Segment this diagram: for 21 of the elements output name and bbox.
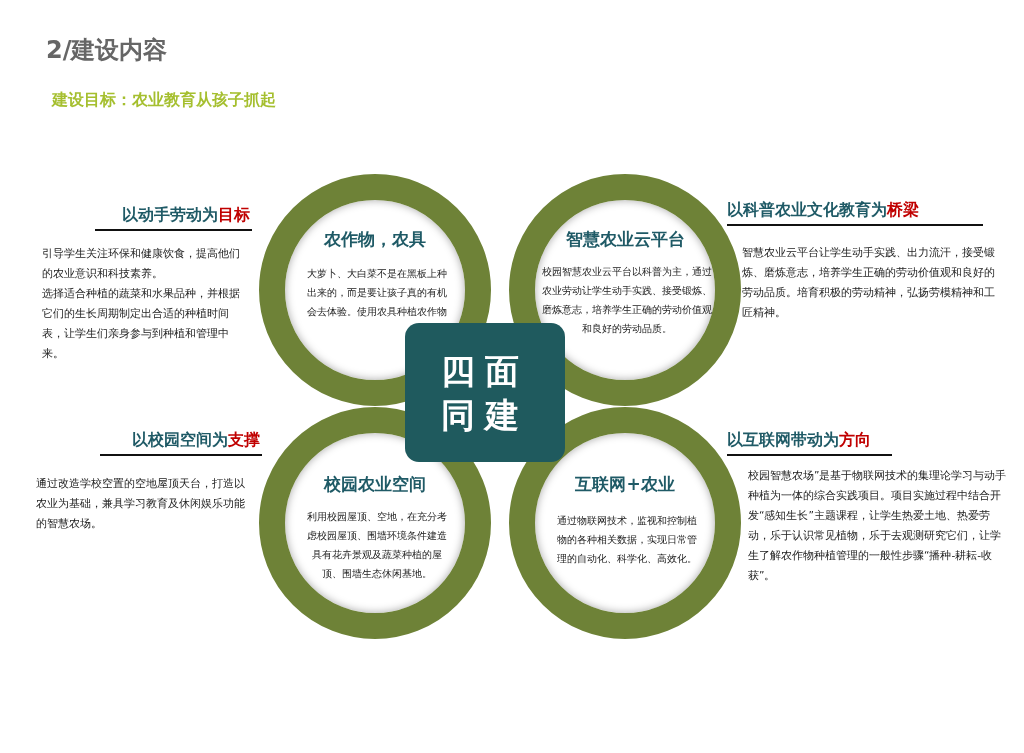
description-text: 引导学生关注环保和健康饮食，提高他们的农业意识和科技素养。 [42,246,241,281]
section-heading: 以互联网带动为方向 [727,430,871,451]
description-text: 通过改造学校空置的空地屋顶天台，打造以农业为基础，兼具学习教育及休闲娱乐功能的智慧农场。 [36,476,246,531]
circle-text: 大萝卜、大白菜不是在黑板上种出来的，而是要让孩子真的有机会去体验。使用农具种植农作物 [306,267,448,319]
center-box [405,323,565,462]
circle-heading: 校园农业空间 [322,473,427,496]
circle-heading: 农作物，农具 [323,228,427,251]
circle-text: 利用校园屋顶、空地，在充分考虑校园屋顶、围墙环境条件建造具有花卉景观及蔬菜种植的屋顶、围墙生态休闲基地。 [307,510,447,581]
circle-heading: 智慧农业云平台 [564,228,686,251]
section-heading: 以校园空间为支撑 [131,430,260,451]
center-text: 四面同建 [441,349,529,437]
description-text: 智慧农业云平台让学生动手实践、出力流汗，接受锻炼、磨炼意志，培养学生正确的劳动价值观和良好的劳动品质。培育积极的劳动精神，弘扬劳模精神和工匠精神。 [742,245,996,320]
circle-heading: 互联网+农业 [574,473,676,496]
subtitle: 建设目标：农业教育从孩子抓起 [52,90,277,111]
description-text: 选择适合种植的蔬菜和水果品种，并根据它们的生长周期制定出合适的种植时间表，让学生们亲身参与到种植和管理中来。 [42,286,241,361]
circle-text: 校园智慧农业云平台以科普为主，通过农业劳动让学生动手实践、接受锻炼、磨炼意志，培养学生正确的劳动价值观和良好的劳动品质。 [541,265,713,336]
description-text: 校园智慧农场”是基于物联网技术的集理论学习与动手种植为一体的综合实践项目。项目实施过程中结合开发“感知生长”主题课程，让学生热爱土地、热爱劳动，乐于认识常见植物，乐于去观测研究它们，让学生了解农作物种植管理的一般性步骤“播种-耕耘-收获”。 [748,468,1008,583]
section-heading: 以科普农业文化教育为桥梁 [727,200,919,221]
page-title: 2/建设内容 [46,35,168,66]
section-heading: 以动手劳动为目标 [121,205,250,226]
circle-text: 通过物联网技术，监视和控制植物的各种相关数据，实现日常管理的自动化、科学化、高效化。 [557,514,697,566]
